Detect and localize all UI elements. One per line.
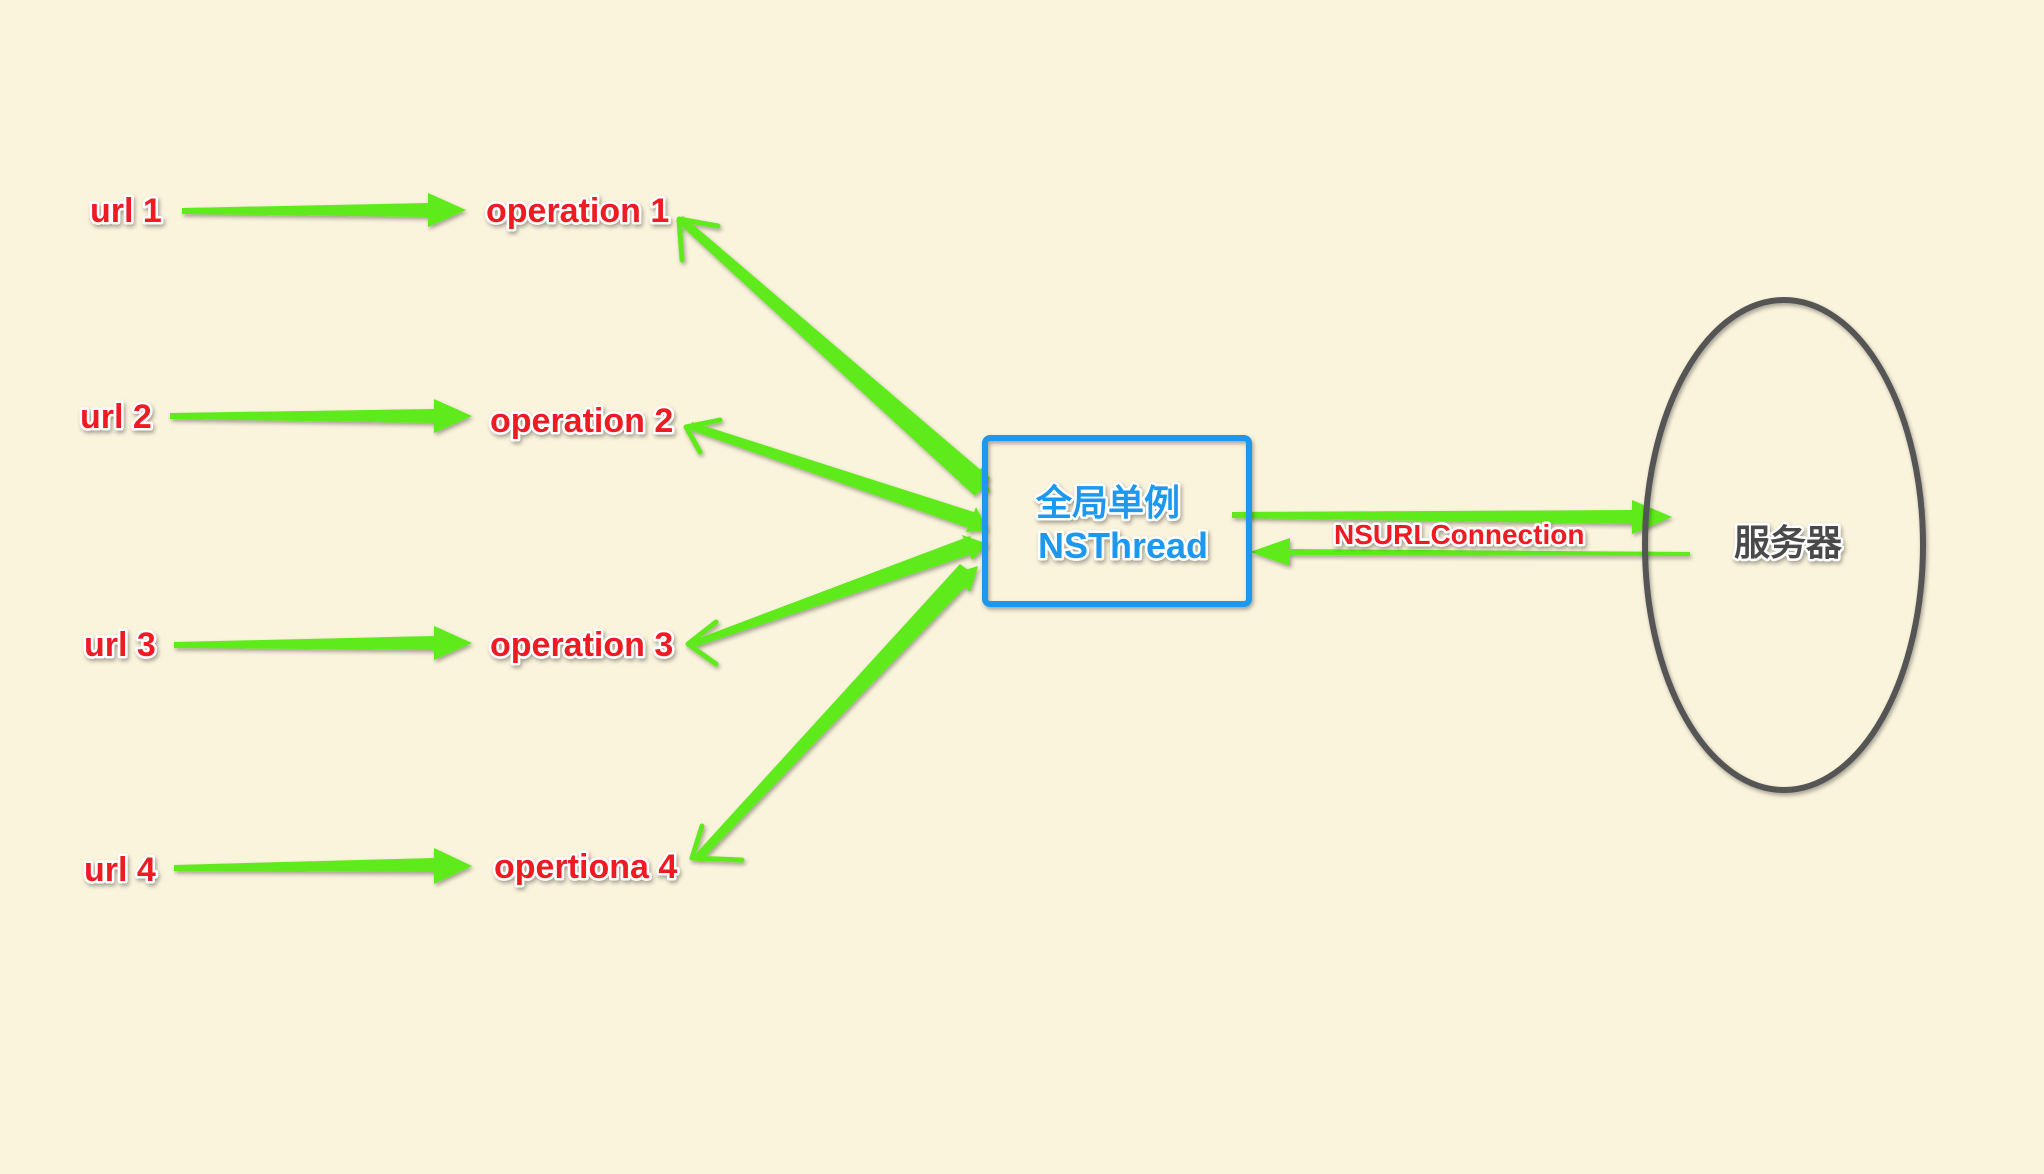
- connection-label: NSURLConnection: [1334, 519, 1584, 550]
- url-label-3: url 3: [84, 626, 156, 664]
- url-arrows: [170, 193, 472, 884]
- arrow-thread-operation3: [692, 536, 978, 648]
- arrow-thread-operation2: [690, 422, 980, 530]
- operation-label-1: operation 1: [486, 192, 669, 230]
- thread-box-title: 全局单例: [1035, 482, 1180, 523]
- url-label-1: url 1: [90, 192, 162, 230]
- operation2-open-head: [683, 417, 723, 455]
- arrow-thread-operation3-head: [962, 535, 988, 560]
- arrow-server-to-thread: [1250, 538, 1690, 566]
- arrow-url3-to-operation3: [174, 626, 472, 660]
- arrow-url2-to-operation2: [170, 399, 472, 433]
- operation1-open-head: [676, 216, 721, 263]
- server-ellipse: [1642, 297, 1926, 793]
- url-label-4: url 4: [84, 851, 156, 889]
- arrow-thread-operation1: [676, 216, 990, 496]
- arrow-thread-operation4-head: [952, 566, 978, 592]
- thread-box-subtitle: NSThread: [1038, 525, 1208, 566]
- operation-label-4: opertiona 4: [494, 848, 677, 886]
- thread-server-arrows: [1232, 500, 1690, 566]
- arrow-url4-to-operation4: [174, 848, 472, 884]
- operation-label-3: operation 3: [490, 626, 673, 664]
- server-label: 服务器: [1734, 522, 1843, 563]
- arrow-url1-to-operation1: [182, 193, 466, 227]
- operation3-open-head: [685, 619, 719, 667]
- arrow-thread-operation4: [692, 564, 976, 862]
- url-label-2: url 2: [80, 398, 152, 436]
- operation-label-2: operation 2: [490, 402, 673, 440]
- thread-box: [982, 435, 1252, 607]
- operation-thread-arrows: [676, 216, 990, 863]
- arrow-thread-to-server: [1232, 500, 1672, 534]
- operation4-open-head: [689, 823, 745, 863]
